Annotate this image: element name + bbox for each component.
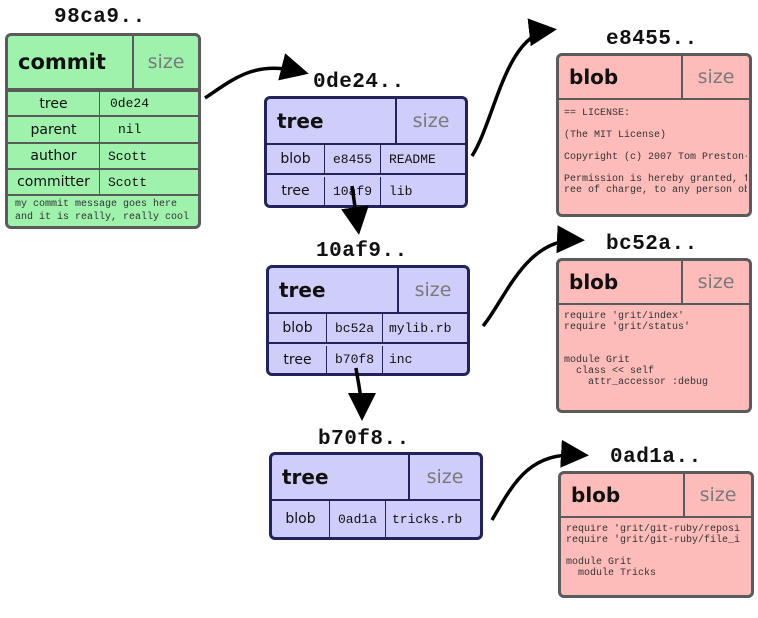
field-value: nil bbox=[118, 122, 142, 137]
tree-type-label: tree bbox=[267, 99, 397, 143]
blob-content: == LICENSE: (The MIT License) Copyright … bbox=[564, 108, 747, 196]
entry-kind: blob bbox=[272, 501, 330, 537]
field-key: committer bbox=[8, 170, 100, 194]
entry-kind: blob bbox=[267, 145, 325, 173]
tree-hash-b70f8: b70f8.. bbox=[318, 428, 410, 451]
commit-type-label: commit bbox=[8, 36, 134, 88]
entry-kind: blob bbox=[269, 314, 327, 342]
arrow-tree-to-tree-10af9 bbox=[341, 185, 369, 235]
commit-size-label: size bbox=[147, 51, 185, 73]
entry-sha: b70f8 bbox=[327, 346, 383, 373]
tree-type-label: tree bbox=[269, 268, 399, 312]
tree-hash-10af9: 10af9.. bbox=[316, 240, 408, 263]
entry-kind: tree bbox=[267, 177, 325, 205]
arrow-tree-to-blob-bc52a bbox=[481, 225, 585, 328]
arrow-tree-to-blob-e8455 bbox=[470, 18, 557, 157]
entry-kind: tree bbox=[269, 346, 327, 373]
blob-type-label: blob bbox=[559, 261, 683, 303]
field-value: Scott bbox=[108, 174, 148, 190]
tree-entry: blob e8455 README bbox=[267, 145, 465, 175]
commit-field-committer: committer Scott bbox=[8, 170, 198, 196]
entry-name: tricks.rb bbox=[392, 511, 463, 527]
tree-size-label: size bbox=[414, 279, 452, 301]
field-key: tree bbox=[8, 92, 100, 115]
commit-field-tree: tree 0de24 bbox=[8, 90, 198, 117]
blob-content: require 'grit/git-ruby/reposi require 'g… bbox=[566, 524, 741, 579]
tree-header: tree size bbox=[267, 99, 465, 145]
tree-type-label: tree bbox=[272, 455, 410, 499]
blob-type-label: blob bbox=[561, 474, 685, 516]
tree-entry: tree 10af9 lib bbox=[267, 177, 465, 205]
blob-hash-0ad1a: 0ad1a.. bbox=[610, 446, 702, 469]
commit-header: commit size bbox=[8, 36, 198, 90]
entry-name: inc bbox=[389, 352, 413, 367]
blob-type-label: blob bbox=[559, 56, 683, 98]
commit-field-parent: parent nil bbox=[8, 117, 198, 144]
blob-hash-bc52a: bc52a.. bbox=[606, 233, 698, 256]
tree-size-label: size bbox=[412, 110, 450, 132]
tree-header: tree size bbox=[269, 268, 467, 314]
entry-name: lib bbox=[389, 183, 413, 199]
tree-entry: blob 0ad1a tricks.rb bbox=[272, 501, 480, 537]
blob-object-e8455: blob size == LICENSE: (The MIT License) … bbox=[556, 53, 752, 217]
commit-object: commit size tree 0de24 parent nil author… bbox=[5, 33, 201, 229]
entry-sha: 0ad1a bbox=[330, 501, 386, 537]
tree-object-b70f8: tree size blob 0ad1a tricks.rb bbox=[269, 452, 483, 540]
commit-hash: 98ca9.. bbox=[54, 6, 146, 29]
blob-hash-e8455: e8455.. bbox=[606, 28, 698, 51]
entry-sha: bc52a bbox=[327, 314, 383, 342]
entry-name: mylib.rb bbox=[389, 320, 452, 336]
field-key: author bbox=[8, 144, 100, 168]
commit-field-author: author Scott bbox=[8, 144, 198, 170]
blob-header: blob size bbox=[559, 261, 749, 305]
blob-size-label: size bbox=[699, 484, 737, 506]
field-value: 0de24 bbox=[110, 96, 150, 111]
tree-hash-0de24: 0de24.. bbox=[313, 71, 405, 94]
entry-sha: e8455 bbox=[325, 145, 381, 173]
tree-entry: tree b70f8 inc bbox=[269, 346, 467, 373]
tree-object-0de24: tree size blob e8455 README tree 10af9 l… bbox=[264, 96, 468, 208]
blob-size-label: size bbox=[697, 271, 735, 293]
tree-entry: blob bc52a mylib.rb bbox=[269, 314, 467, 344]
blob-content: require 'grit/index' require 'grit/statu… bbox=[564, 311, 709, 388]
field-key: parent bbox=[8, 117, 100, 142]
blob-object-0ad1a: blob size require 'grit/git-ruby/reposi … bbox=[558, 471, 754, 598]
blob-object-bc52a: blob size require 'grit/index' require '… bbox=[556, 258, 752, 413]
commit-message: my commit message goes here and it is re… bbox=[15, 199, 190, 223]
field-value: Scott bbox=[108, 148, 148, 164]
blob-header: blob size bbox=[559, 56, 749, 100]
arrow-tree-to-blob-0ad1a bbox=[490, 439, 589, 521]
entry-name: README bbox=[389, 151, 436, 167]
tree-size-label: size bbox=[426, 466, 464, 488]
arrow-tree-to-tree-b70f8 bbox=[347, 367, 376, 421]
tree-header: tree size bbox=[272, 455, 480, 501]
blob-size-label: size bbox=[697, 66, 735, 88]
blob-header: blob size bbox=[561, 474, 751, 518]
arrow-commit-to-tree bbox=[204, 53, 309, 100]
tree-object-10af9: tree size blob bc52a mylib.rb tree b70f8… bbox=[266, 265, 470, 376]
